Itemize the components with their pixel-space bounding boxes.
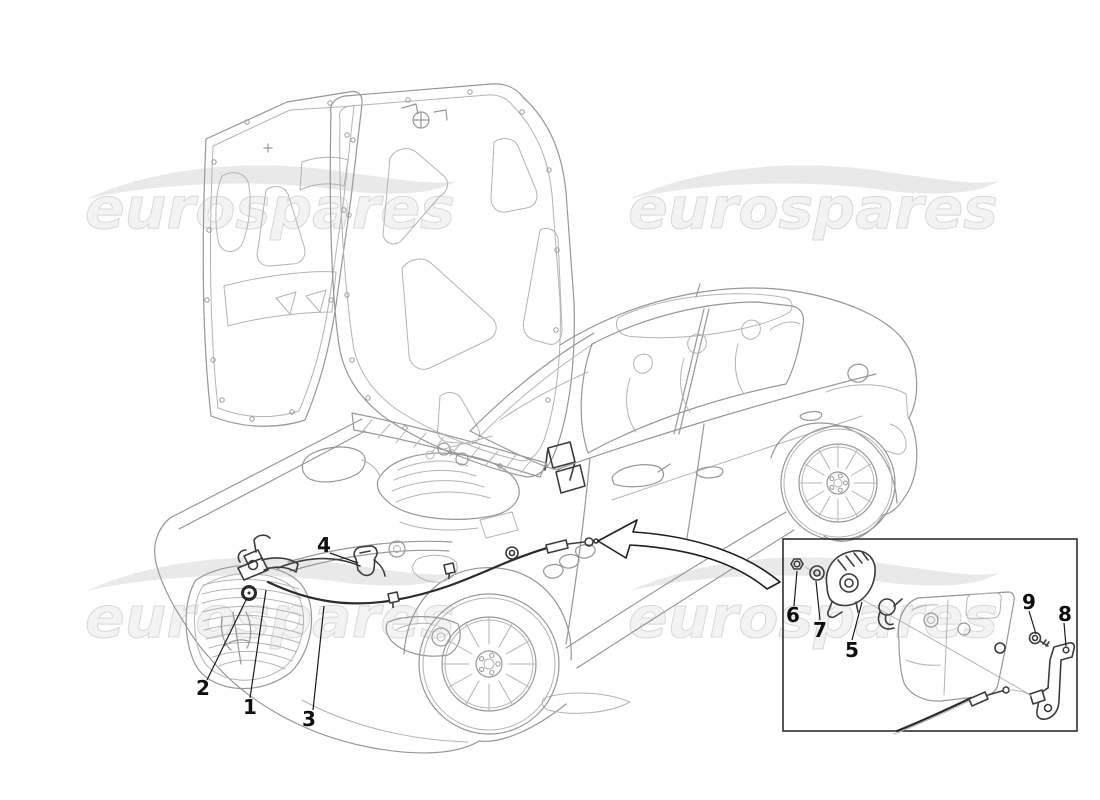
part-release-handle-5 (825, 550, 876, 619)
part-bolt-9 (1028, 631, 1050, 647)
cable-clip-b (443, 562, 456, 579)
watermark-text: eurospares (628, 176, 998, 242)
swoosh-shape (86, 165, 456, 199)
sunroof (615, 293, 793, 339)
rear-wheel-arch (770, 422, 898, 504)
panel-screws (204, 100, 356, 422)
part-nut-6 (790, 558, 804, 570)
callout-numbers: 1 2 3 4 5 6 7 8 9 (196, 533, 1072, 731)
rear-wheel (780, 425, 896, 541)
nose-bumper (154, 517, 567, 754)
see-detail-arrow (597, 519, 781, 590)
front-end (154, 418, 631, 754)
watermark-top-left: eurospares (85, 165, 456, 243)
release-cable (266, 537, 599, 608)
car-body (469, 283, 918, 669)
shoulder-line (557, 373, 877, 470)
hood-latch-assembly (237, 534, 299, 581)
fog-slot (541, 692, 631, 714)
roofline (559, 287, 907, 346)
mounting-panel (897, 591, 1015, 702)
cable-guide-clip (353, 545, 386, 577)
watermark-bottom-left: eurospares (85, 557, 456, 652)
hood-inner-panel (202, 90, 363, 427)
front-wheel (418, 593, 560, 735)
watermark-text: eurospares (85, 176, 455, 242)
rear-door-cut (686, 423, 705, 539)
inset-cable (893, 686, 1032, 735)
hood-outer-panel (329, 83, 586, 494)
swoosh-shape (86, 557, 456, 591)
callout-7: 7 (813, 618, 827, 642)
front-wheel-arch (403, 567, 572, 661)
grille (185, 564, 313, 690)
wiper-cowl (351, 412, 547, 478)
part-washer-7 (809, 565, 825, 581)
antenna (695, 283, 701, 298)
callout-5: 5 (845, 638, 859, 662)
cross-mark (263, 143, 273, 153)
cable-adjuster (505, 546, 519, 560)
front-door-cut (565, 457, 591, 645)
taillight (883, 423, 907, 455)
inset-parts (790, 550, 1076, 735)
callout-8: 8 (1058, 602, 1072, 626)
hood-screws (344, 89, 560, 469)
cable-clip-a (387, 591, 400, 608)
callout-3: 3 (302, 707, 316, 731)
callout-4: 4 (317, 533, 331, 557)
door-mirror (611, 463, 671, 488)
cable-eyelet (584, 537, 594, 547)
watermark-top-right: eurospares (628, 165, 999, 243)
a-pillar (469, 332, 595, 432)
cable-ferrule (545, 539, 569, 554)
b-pillar (673, 308, 710, 435)
interior-seats (626, 319, 801, 433)
rocker-line (565, 511, 795, 669)
fender-top (169, 418, 366, 530)
part-bracket-8 (1029, 642, 1076, 720)
trident-badge (220, 611, 252, 665)
front-wheel-spokes (442, 617, 536, 711)
engine (301, 446, 520, 583)
callout-6: 6 (786, 603, 800, 627)
hood-lock-striker (401, 103, 448, 129)
callout-1: 1 (243, 695, 257, 719)
handle-spring (877, 598, 903, 630)
trunk-cut (825, 384, 909, 419)
rubber-grommet (241, 585, 257, 601)
rear-deck (823, 343, 918, 542)
engine-bay (301, 412, 547, 583)
front-door-handle (695, 466, 724, 479)
fuel-flap (847, 363, 869, 383)
callout-9: 9 (1022, 590, 1036, 614)
side-glass (580, 301, 805, 454)
cowl-edge (469, 430, 561, 471)
rear-wheel-spokes (799, 444, 877, 522)
hood-hinge (544, 441, 586, 494)
detail-inset-box (782, 538, 1078, 732)
swoosh-shape (629, 165, 999, 199)
callout-2: 2 (196, 676, 210, 700)
callout-leaders (206, 552, 1067, 711)
bay-slam-panel (287, 540, 453, 572)
rear-door-handle (799, 410, 823, 421)
